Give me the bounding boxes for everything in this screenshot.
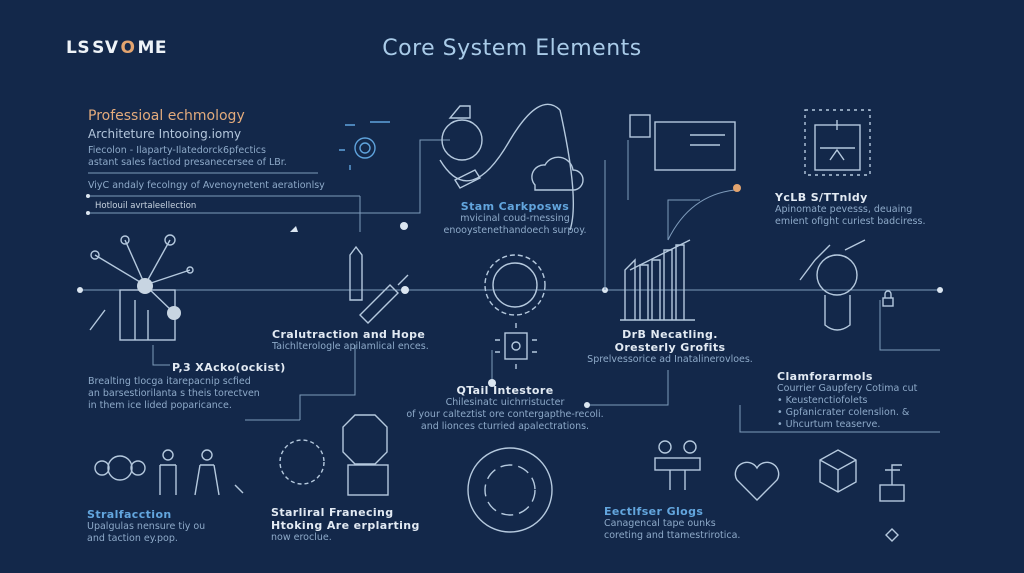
cube-network-icon: [804, 109, 871, 176]
intro-bar-label: Hotlouil avrtaleellection: [95, 201, 197, 211]
page-title: Core System Elements: [382, 36, 642, 61]
axis-node: [77, 287, 83, 293]
block-right: Clamforarmols Courrier Gaupfery Cotima c…: [777, 370, 918, 430]
block-mid-left-a: Cralutraction and Hope Taichlterologle a…: [272, 328, 429, 352]
block-bottom-center-left: Starliral Franecing Htoking Are erplarti…: [271, 506, 420, 543]
plug-icon: [359, 274, 409, 324]
browser-window-icon: [629, 114, 736, 171]
gear-ring-icon: [484, 254, 546, 316]
intro-subheading: Architeture Intooing.iomy: [88, 127, 242, 141]
octagon-document-icon: [279, 414, 389, 496]
city-chart-icon: [620, 239, 695, 321]
lock-icon: [882, 290, 894, 307]
logo-mark: LS: [66, 38, 91, 58]
block-mid-left-b-title: P,3 XAcko(ockist): [172, 361, 286, 374]
hand-icon: [439, 103, 575, 231]
axis-node: [401, 286, 409, 294]
chip-icon: [495, 323, 537, 369]
block-mid-right: DrB Necatling. Oresterly Grofits Sprelve…: [587, 328, 753, 365]
circular-arrows-icon: [467, 447, 553, 533]
robot-arm-icon: [879, 464, 905, 542]
people-icon: [94, 449, 244, 496]
axis-node: [937, 287, 943, 293]
block-mid-left-b: Brealting tlocga itarepacnip scfied an b…: [88, 376, 260, 411]
block-top-center: Stam Carkposws mvicinal coud-rnessing en…: [443, 200, 587, 236]
team-icon: [654, 440, 701, 490]
block-bottom-left: Stralfacction Upalgulas nensure tiy ou a…: [87, 508, 206, 544]
cloud-icon: [531, 156, 584, 191]
block-bottom-right: Eectlfser Glogs Canagencal tape ounks co…: [604, 505, 741, 541]
intro-heading: Professioal echmology: [88, 108, 245, 124]
heart-icon: [734, 461, 780, 501]
intro-line-text: ViyC andaly fecolngy of Avenoynetent aer…: [88, 180, 325, 191]
pen-icon: [349, 245, 363, 301]
block-top-right: YcLB S/TTnldy Apinomate pevesss, deuaing…: [775, 191, 926, 227]
intro-block: Professioal echmology Architeture Intooi…: [88, 108, 287, 168]
person-head-icon: [799, 239, 866, 331]
block-mid-center: QTail Intestore Chilesinatc uichrristuct…: [406, 384, 604, 432]
gear-icon: [339, 121, 390, 170]
cube-icon: [819, 449, 857, 493]
